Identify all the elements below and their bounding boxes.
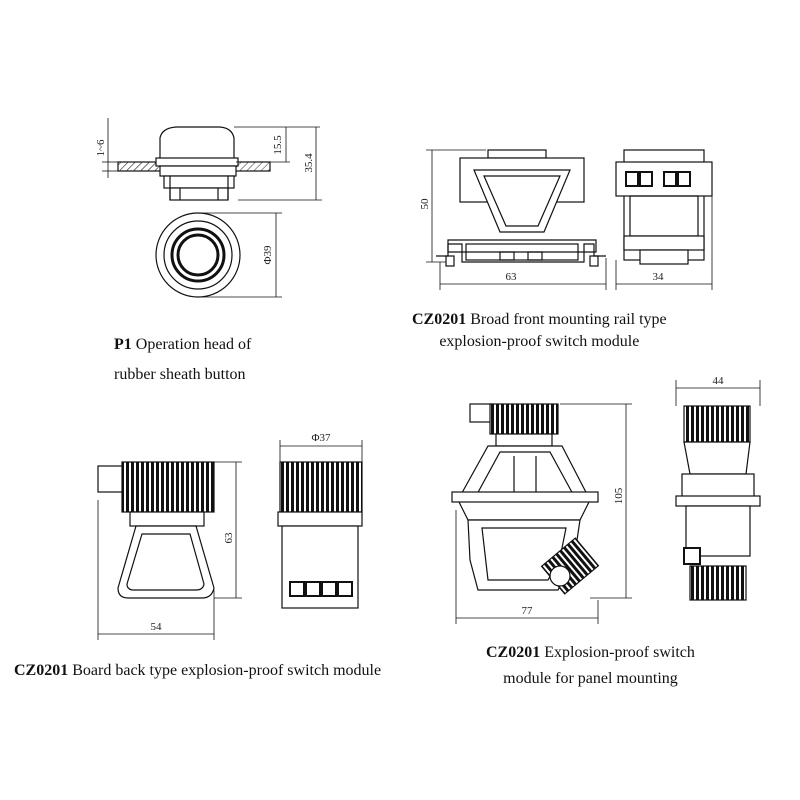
rail-caption: CZ0201 Broad front mounting rail type ex… xyxy=(412,309,667,353)
board-back-side-view xyxy=(277,461,363,609)
panel-height-dim: 105 xyxy=(613,487,625,504)
board-back-drawing xyxy=(97,440,363,640)
panel-drawing xyxy=(451,380,761,624)
rail-width-dim: 63 xyxy=(506,271,518,283)
p1-caption: P1 Operation head of rubber sheath butto… xyxy=(114,330,251,390)
p1-caption-code: P1 xyxy=(114,336,132,353)
panel-caption: CZ0201 Explosion-proof switch module for… xyxy=(486,640,695,692)
panel-front-view xyxy=(451,403,600,595)
board-back-dimension-lines xyxy=(97,440,363,640)
rail-side-view xyxy=(615,149,713,265)
rail-dimension-lines xyxy=(426,149,713,290)
p1-side-view xyxy=(117,126,271,201)
p1-dimension-lines xyxy=(102,118,322,201)
panel-caption-line1: Explosion-proof switch xyxy=(540,644,695,661)
board-back-width-dim: 54 xyxy=(151,621,163,633)
panel-caption-line2: module for panel mounting xyxy=(503,670,678,687)
panel-depth-dim: 44 xyxy=(713,375,725,387)
rail-caption-line2: explosion-proof switch module xyxy=(439,333,640,350)
p1-caption-line1: Operation head of xyxy=(131,336,252,353)
panel-caption-code: CZ0201 xyxy=(486,644,541,661)
p1-total-height-dim: 35.4 xyxy=(303,153,315,173)
p1-thickness-dim: 1~6 xyxy=(95,139,107,156)
rail-caption-line1: Broad front mounting rail type xyxy=(466,311,667,328)
board-back-caption-code: CZ0201 xyxy=(14,662,69,679)
p1-caption-line2: rubber sheath button xyxy=(114,366,246,383)
rail-drawing xyxy=(426,149,713,290)
rail-depth-dim: 34 xyxy=(653,271,665,283)
p1-head-height-dim: 15.5 xyxy=(272,135,284,155)
board-back-diameter-dim: Φ37 xyxy=(311,432,331,444)
p1-drawing xyxy=(102,118,322,298)
panel-dimension-lines xyxy=(455,380,761,624)
board-back-caption: CZ0201 Board back type explosion-proof s… xyxy=(14,656,381,686)
rail-height-dim: 50 xyxy=(419,198,431,210)
panel-width-dim: 77 xyxy=(522,605,534,617)
p1-front-view xyxy=(155,212,282,298)
rail-caption-code: CZ0201 xyxy=(412,311,467,328)
panel-side-view xyxy=(675,405,761,601)
board-back-height-dim: 63 xyxy=(223,532,235,544)
p1-diameter-dim: Φ39 xyxy=(262,245,274,265)
board-back-front-view xyxy=(97,461,215,599)
board-back-caption-line1: Board back type explosion-proof switch m… xyxy=(68,662,382,679)
rail-front-view xyxy=(436,149,606,267)
